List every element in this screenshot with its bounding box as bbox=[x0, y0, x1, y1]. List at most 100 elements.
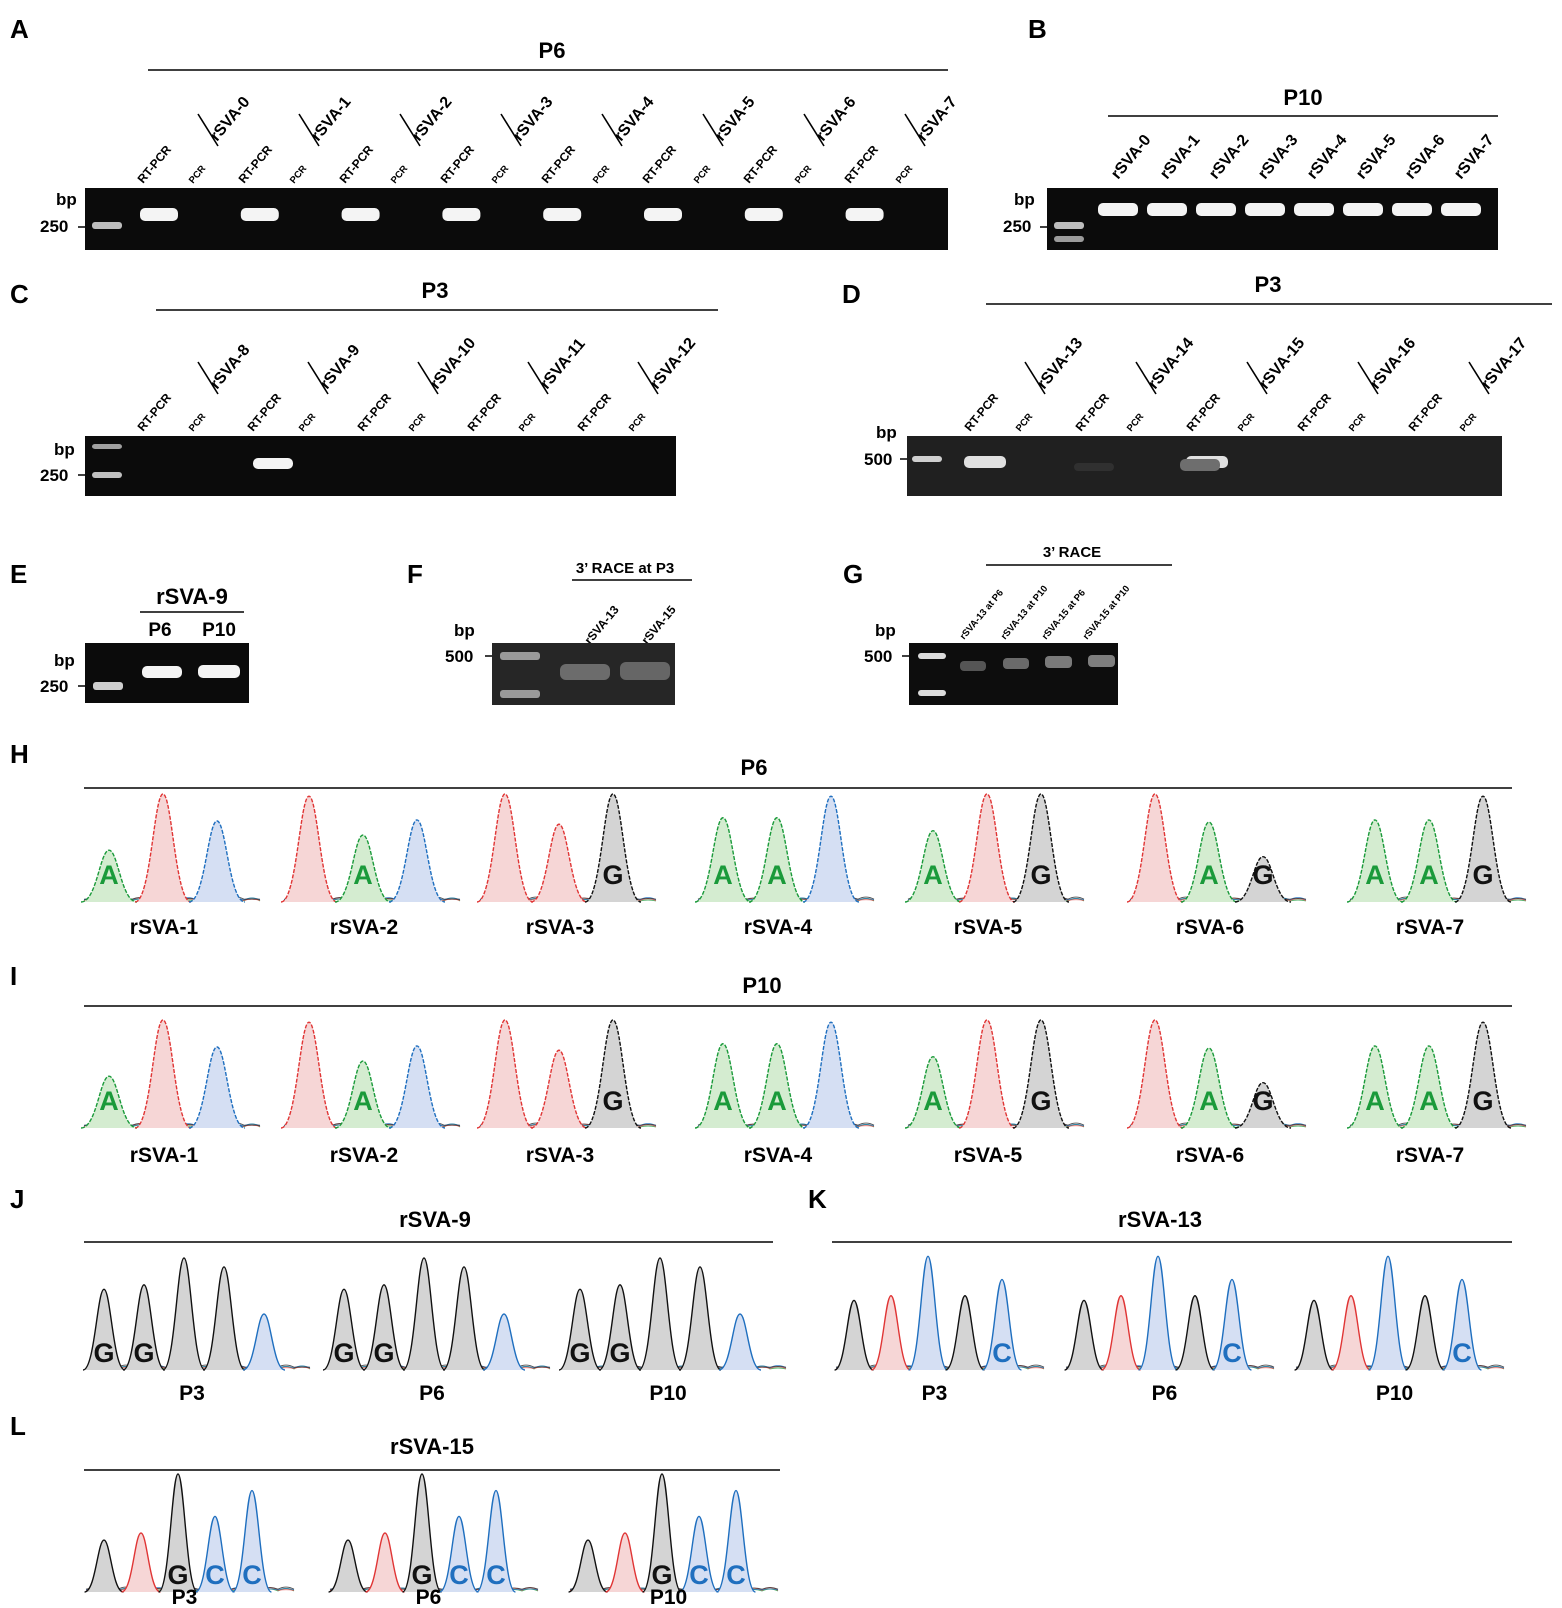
panel-e-ladder-band bbox=[93, 682, 123, 690]
lane-divider bbox=[702, 113, 724, 147]
panel-c-title: P3 bbox=[422, 278, 449, 303]
lane-label-rt-pcr: RT-PCR bbox=[245, 390, 285, 433]
gel-band bbox=[1245, 203, 1285, 216]
ladder-band bbox=[92, 472, 122, 478]
gel-band bbox=[442, 208, 481, 221]
panel-e-bp-label: bp bbox=[54, 651, 75, 670]
gel-band bbox=[845, 208, 884, 221]
trace-peak bbox=[157, 1473, 199, 1593]
trace-peak bbox=[694, 1043, 752, 1129]
lane-divider bbox=[1024, 361, 1046, 395]
lane-divider bbox=[601, 113, 623, 147]
base-call: C bbox=[1222, 1338, 1242, 1368]
trace-peak bbox=[904, 830, 962, 903]
lane-label-rt-pcr: RT-PCR bbox=[575, 390, 615, 433]
panel-label-g: G bbox=[843, 559, 863, 589]
base-call: A bbox=[1419, 860, 1439, 890]
trace-caption: rSVA-7 bbox=[1396, 1144, 1464, 1167]
trace-peak bbox=[605, 1532, 645, 1593]
lane-label-rt-pcr: RT-PCR bbox=[1073, 390, 1113, 433]
base-call: A bbox=[1199, 1086, 1219, 1116]
lane-label-sample: rSVA-4 bbox=[611, 94, 658, 145]
trace-peak bbox=[162, 1257, 206, 1371]
trace-peak bbox=[134, 1019, 192, 1129]
trace-peak bbox=[365, 1532, 405, 1593]
trace-peak bbox=[476, 1019, 534, 1129]
panel-b-marker-label: 250 bbox=[1003, 217, 1031, 236]
gel-band bbox=[1392, 203, 1432, 216]
base-call: G bbox=[1252, 1086, 1273, 1116]
trace-peak bbox=[280, 1021, 338, 1129]
trace-peak bbox=[1400, 1045, 1458, 1129]
base-call: A bbox=[99, 860, 119, 890]
lane-label-pcr: PCR bbox=[591, 163, 612, 186]
trace-caption: P3 bbox=[922, 1382, 948, 1405]
trace-caption: P10 bbox=[650, 1586, 687, 1608]
lane-label-rt-pcr: RT-PCR bbox=[741, 142, 781, 185]
base-call: G bbox=[1472, 860, 1493, 890]
base-call: G bbox=[167, 1560, 188, 1590]
base-call: G bbox=[609, 1338, 630, 1368]
base-call: A bbox=[767, 1086, 787, 1116]
base-call: G bbox=[651, 1560, 672, 1590]
panel-c-bp-label: bp bbox=[54, 440, 75, 459]
trace-peak bbox=[907, 1255, 949, 1371]
base-call: C bbox=[205, 1560, 225, 1590]
lane-label-pcr: PCR bbox=[288, 163, 309, 186]
lane-divider bbox=[197, 113, 219, 147]
base-call: C bbox=[992, 1338, 1012, 1368]
lane-label-sample: rSVA-2 bbox=[409, 94, 456, 145]
trace-peak bbox=[1441, 1278, 1483, 1371]
panel-g-ladder-band-lower bbox=[918, 690, 946, 696]
lane-label-pcr: PCR bbox=[389, 163, 410, 186]
base-call: A bbox=[1365, 860, 1385, 890]
trace-peak bbox=[328, 1539, 368, 1593]
lane-divider bbox=[298, 113, 320, 147]
trace-peak bbox=[80, 849, 138, 903]
lane-label-rt-pcr: RT-PCR bbox=[1184, 390, 1224, 433]
trace-peak bbox=[122, 1284, 166, 1371]
panel-e-lane-p6: P6 bbox=[148, 620, 171, 641]
base-call: G bbox=[1472, 1086, 1493, 1116]
gel-band bbox=[644, 208, 682, 221]
panel-e-marker-label: 250 bbox=[40, 677, 68, 696]
trace-caption: P3 bbox=[179, 1382, 205, 1405]
panel-f-bp-label: bp bbox=[454, 621, 475, 640]
trace-peak bbox=[1211, 1278, 1253, 1371]
panel-label-i: I bbox=[10, 961, 17, 991]
lane-label-rt-pcr: RT-PCR bbox=[1295, 390, 1335, 433]
base-call: C bbox=[486, 1560, 506, 1590]
trace-peak bbox=[388, 819, 446, 903]
lane-label-sample: rSVA-6 bbox=[813, 94, 860, 145]
trace-peak bbox=[1234, 1081, 1292, 1129]
lane-divider bbox=[307, 361, 329, 395]
trace-peak bbox=[945, 1295, 985, 1371]
trace-peak bbox=[242, 1313, 286, 1371]
lane-divider bbox=[803, 113, 825, 147]
ladder-band bbox=[92, 444, 122, 449]
trace-caption: P6 bbox=[1152, 1382, 1178, 1405]
trace-peak bbox=[402, 1257, 446, 1371]
gel-band bbox=[1074, 463, 1114, 471]
panel-label-l: L bbox=[10, 1411, 26, 1441]
lane-label-sample: rSVA-3 bbox=[510, 94, 557, 145]
trace-peak bbox=[475, 1489, 517, 1593]
trace-caption: rSVA-6 bbox=[1176, 1144, 1244, 1167]
panel-h-title: P6 bbox=[741, 755, 768, 780]
trace-caption: rSVA-7 bbox=[1396, 916, 1464, 939]
ladder-band bbox=[92, 222, 122, 229]
